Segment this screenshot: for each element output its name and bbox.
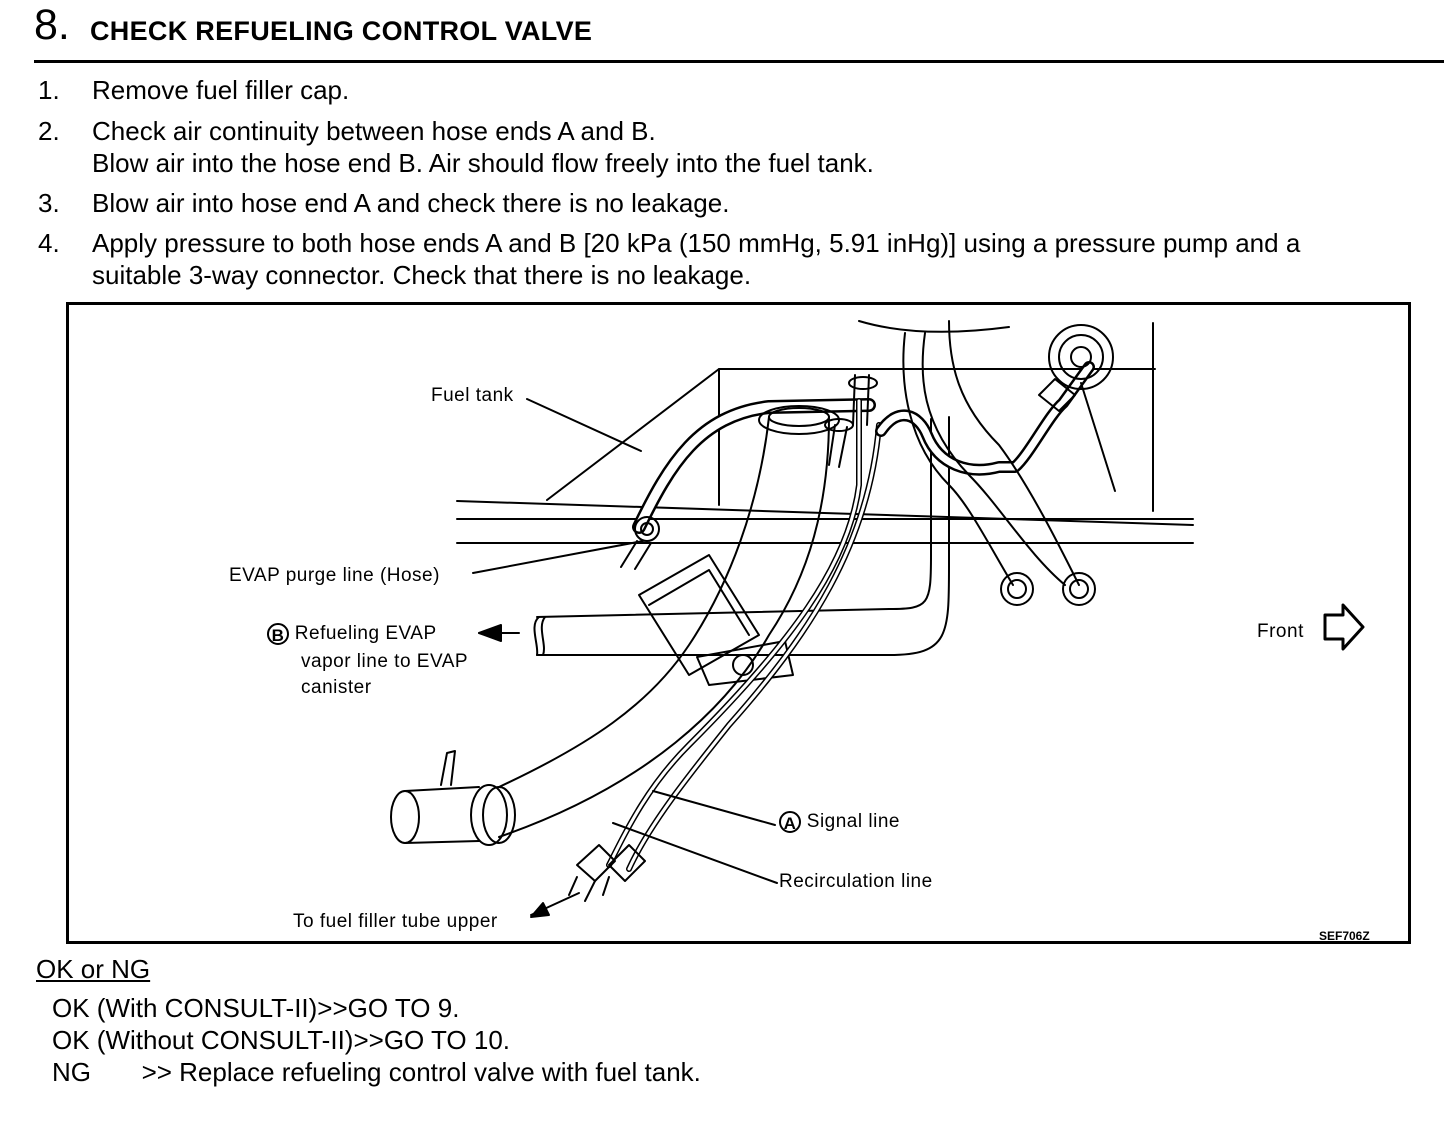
result-ng: NG >> Replace refueling control valve wi… <box>52 1057 701 1087</box>
result-ok-without-consult: OK (Without CONSULT-II)>>GO TO 10. <box>52 1025 511 1055</box>
label-evap-purge-line: EVAP purge line (Hose) <box>229 565 440 586</box>
step-number: 8. <box>34 1 70 49</box>
instruction-text: Check air continuity between hose ends A… <box>92 116 656 146</box>
valve-diagram: Fuel tank EVAP purge line (Hose) B Refue… <box>66 302 1411 944</box>
label-refueling-evap-line1: Refueling EVAP <box>294 623 437 645</box>
label-fuel-tank: Fuel tank <box>431 385 514 406</box>
instruction-number: 4. <box>38 228 60 258</box>
label-recirculation-line: Recirculation line <box>779 871 933 892</box>
marker-a-icon: A <box>779 811 801 833</box>
instruction-text: Apply pressure to both hose ends A and B… <box>92 228 1301 258</box>
result-title: OK or NG <box>36 954 151 984</box>
label-refueling-evap-line2: vapor line to EVAP <box>301 651 469 672</box>
label-front: Front <box>1257 621 1304 642</box>
label-signal-line-text: Signal line <box>806 811 900 833</box>
label-to-fuel-filler: To fuel filler tube upper <box>293 911 498 932</box>
figure-code: SEF706Z <box>1319 929 1370 943</box>
instruction-text: Blow air into hose end A and check there… <box>92 188 730 218</box>
instruction-text: Blow air into the hose end B. Air should… <box>92 148 874 178</box>
step-title: CHECK REFUELING CONTROL VALVE <box>90 16 593 46</box>
instruction-text: Remove fuel filler cap. <box>92 75 350 105</box>
label-signal-line: A Signal line <box>779 811 900 833</box>
step-header: 8. CHECK REFUELING CONTROL VALVE <box>34 0 1444 63</box>
result-ok-with-consult: OK (With CONSULT-II)>>GO TO 9. <box>52 993 460 1023</box>
valve-diagram-drawing <box>390 320 1365 918</box>
instruction-text: suitable 3-way connector. Check that the… <box>92 260 752 290</box>
instruction-number: 1. <box>38 75 60 105</box>
instruction-number: 2. <box>38 116 60 146</box>
label-refueling-evap: B Refueling EVAP <box>267 623 437 645</box>
instruction-number: 3. <box>38 188 60 218</box>
marker-b-icon: B <box>267 623 289 645</box>
label-refueling-evap-line3: canister <box>301 677 372 698</box>
